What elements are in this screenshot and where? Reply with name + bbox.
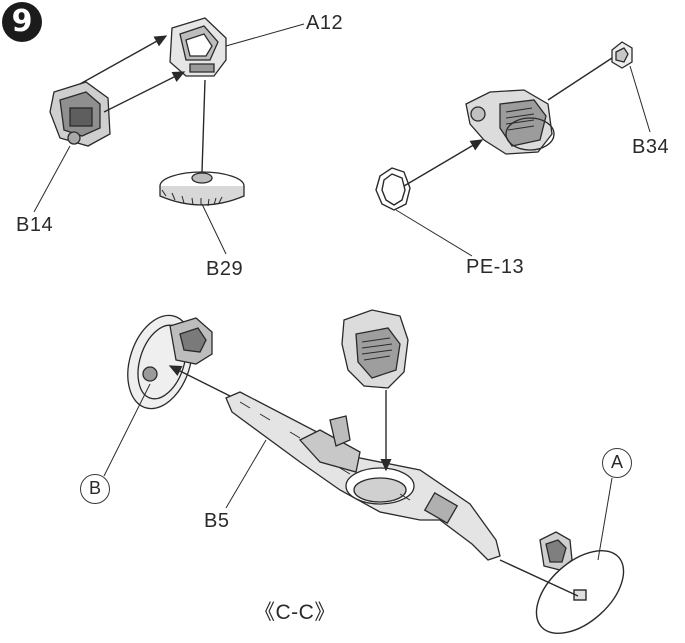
reference-b-marker: B bbox=[80, 474, 110, 504]
reference-a-marker: A bbox=[602, 448, 632, 478]
part-differential-carrier bbox=[465, 89, 555, 155]
assembly-arrow-b14-to-a12-top bbox=[79, 35, 168, 85]
part-differential-center bbox=[341, 309, 409, 389]
leader-b14 bbox=[33, 145, 71, 213]
part-b5-axle-housing bbox=[225, 391, 501, 561]
leader-b29 bbox=[201, 203, 227, 255]
assembly-arrow-b14-to-a12-bottom bbox=[103, 71, 186, 113]
leader-a12 bbox=[225, 23, 305, 47]
label-b5: B5 bbox=[204, 510, 230, 532]
part-b29-ring-gear bbox=[159, 171, 245, 207]
label-b29: B29 bbox=[206, 258, 244, 280]
assembly-arrow-b34-to-differential bbox=[547, 57, 613, 101]
step-number-badge: 9 bbox=[2, 2, 42, 42]
part-wheel-disc-a bbox=[535, 549, 625, 635]
label-b34: B34 bbox=[632, 136, 670, 158]
label-b14: B14 bbox=[16, 214, 54, 236]
part-b34-cap bbox=[611, 41, 633, 69]
label-a12: A12 bbox=[306, 12, 344, 34]
caption-c-c: 《C-C》 bbox=[254, 601, 336, 624]
assembly-arrow-b29-to-a12 bbox=[201, 79, 206, 173]
part-a12-housing bbox=[169, 17, 227, 77]
leader-ref-b bbox=[103, 383, 151, 477]
assembly-arrow-axle-to-wheel bbox=[499, 559, 579, 597]
part-brake-drum-b bbox=[127, 314, 213, 410]
assembly-arrow-pe13-to-differential bbox=[403, 139, 484, 187]
part-pe13-gasket bbox=[375, 167, 411, 211]
assembly-arrow-axle-to-drum bbox=[168, 365, 231, 397]
leader-b34 bbox=[629, 65, 651, 133]
leader-b5 bbox=[225, 439, 267, 509]
label-pe13: PE-13 bbox=[466, 256, 525, 278]
leader-pe13 bbox=[395, 209, 473, 257]
leader-ref-a bbox=[597, 477, 613, 561]
part-b14-gearbox bbox=[49, 81, 111, 147]
